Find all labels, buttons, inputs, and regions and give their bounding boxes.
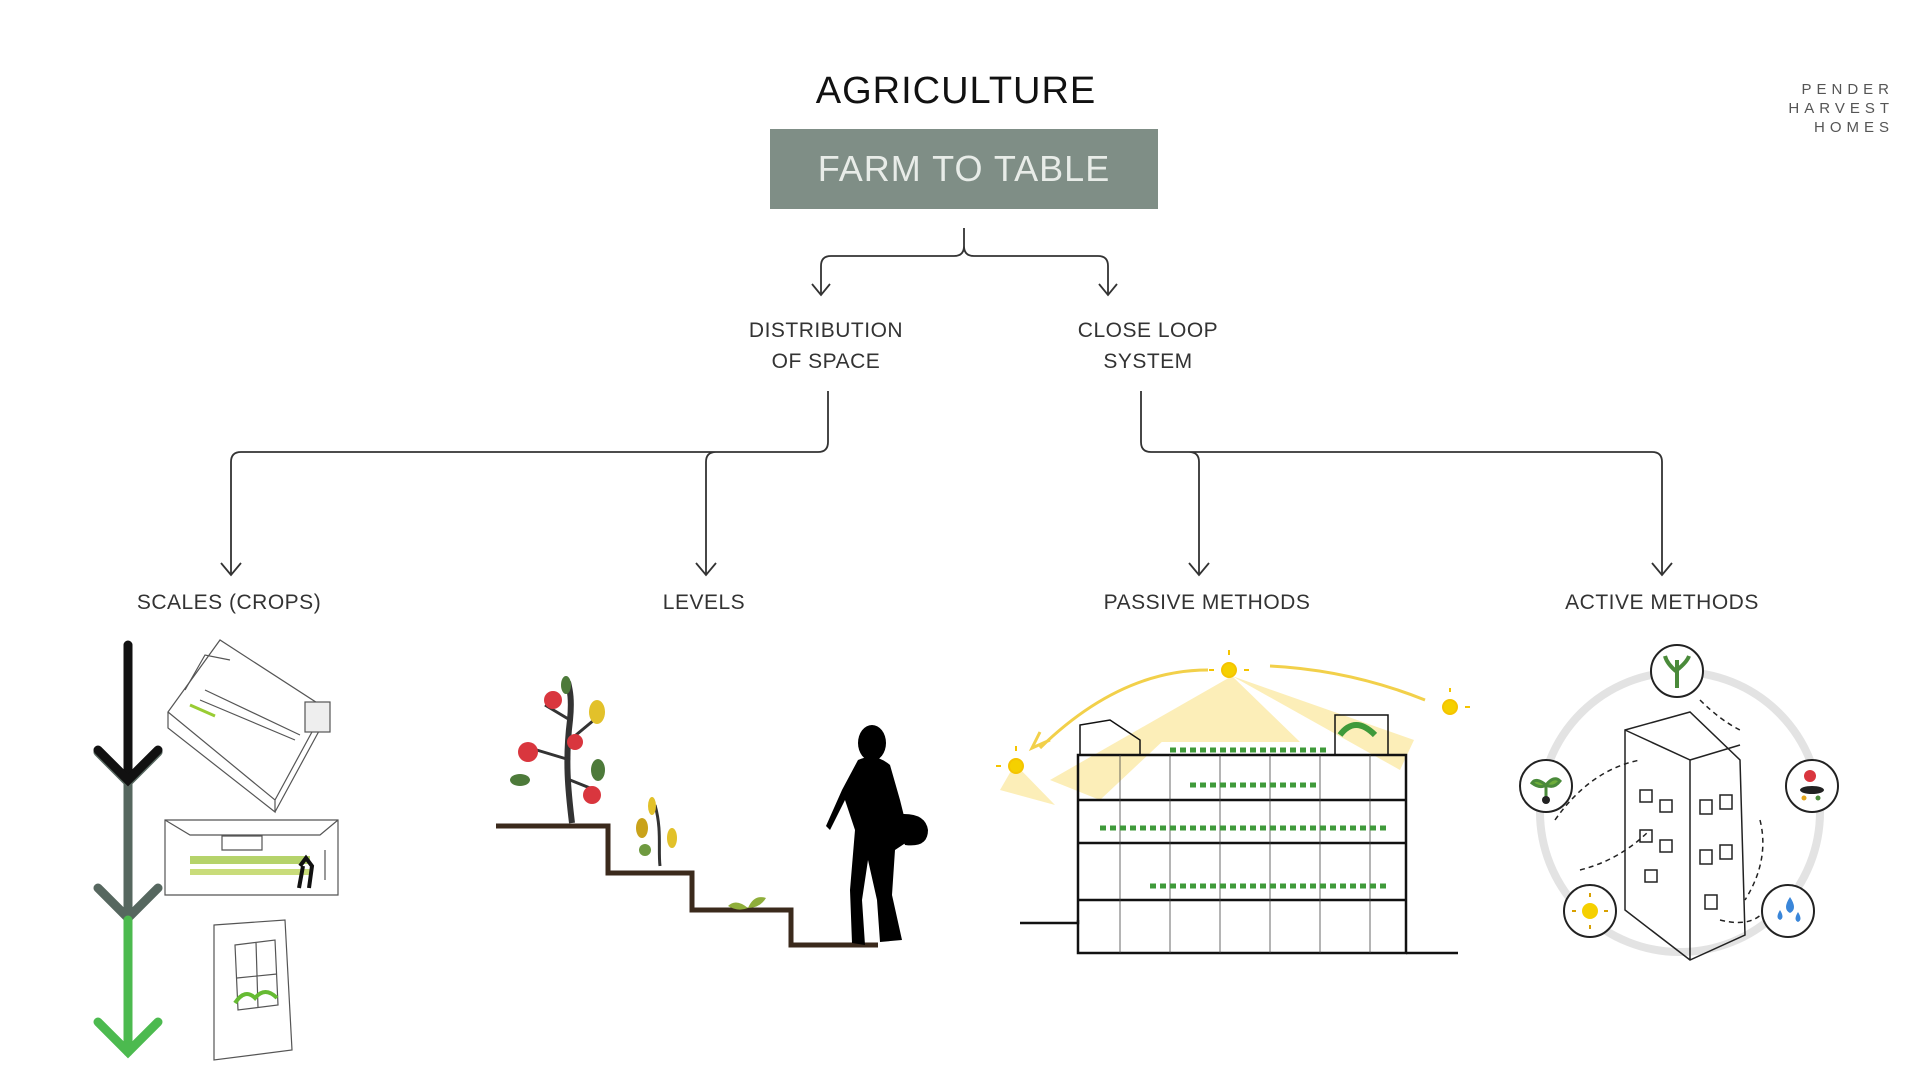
active-methods-diagram: [1519, 644, 1839, 961]
passive-methods-building: [996, 650, 1470, 955]
farm-to-table-box: FARM TO TABLE: [770, 129, 1158, 209]
levels-illustration: [496, 676, 928, 948]
leaf-scales-crops: SCALES (CROPS): [136, 591, 322, 614]
brand-line: HOMES: [1813, 119, 1894, 136]
tomato-plant-icon: [510, 676, 605, 824]
sun-icon: [996, 650, 1470, 774]
brand-logo: PENDER HARVEST HOMES: [1788, 80, 1894, 137]
scale-arrows: [93, 640, 163, 1059]
leaf-active-methods: ACTIVE METHODS: [1565, 591, 1759, 614]
leaf-passive-methods: PASSIVE METHODS: [1103, 591, 1311, 614]
sprout-icon: [728, 897, 766, 910]
window-box-sketch: [213, 919, 293, 1061]
brand-line: HARVEST: [1788, 100, 1894, 117]
leaf-levels: LEVELS: [662, 591, 746, 614]
diagram-title: AGRICULTURE: [815, 70, 1097, 112]
node-label: SYSTEM: [1103, 350, 1193, 373]
node-label: CLOSE LOOP: [1077, 319, 1219, 342]
node-label: DISTRIBUTION: [748, 319, 904, 342]
scale-sketches: [164, 639, 339, 1061]
greenhouse-sketch: [167, 639, 331, 814]
young-plant-icon: [636, 797, 677, 867]
indoor-farm-sketch: [164, 819, 339, 896]
node-distribution-of-space: DISTRIBUTION OF SPACE: [749, 315, 903, 377]
person-silhouette: [826, 725, 928, 945]
farm-to-table-label: FARM TO TABLE: [817, 148, 1111, 189]
connector-lines: [220, 228, 1673, 577]
node-close-loop-system: CLOSE LOOP SYSTEM: [1078, 315, 1218, 377]
brand-line: PENDER: [1801, 81, 1894, 98]
node-label: OF SPACE: [771, 350, 881, 373]
